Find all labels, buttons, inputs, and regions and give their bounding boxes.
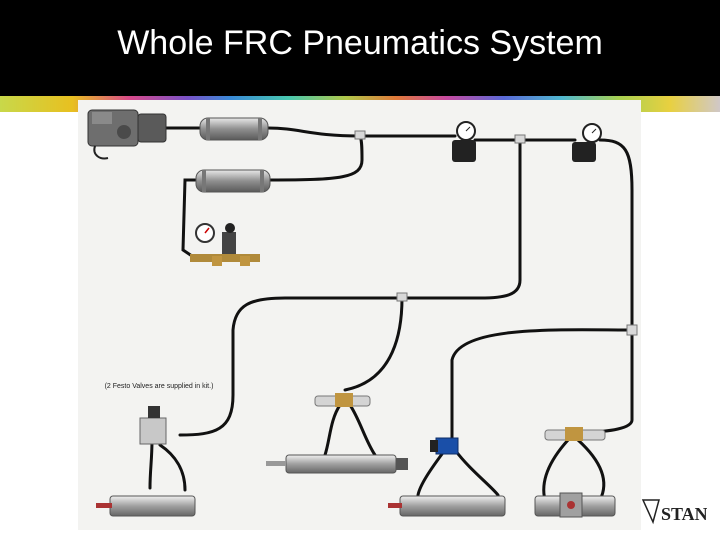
cylinder-right xyxy=(535,493,615,517)
tube-festo-out1 xyxy=(150,440,152,488)
tube-festo-out2 xyxy=(160,445,185,490)
tee-fitting xyxy=(515,135,525,143)
manifold-valve-right xyxy=(545,427,605,441)
tube-mid-cyl2 xyxy=(350,405,375,455)
storage-tank-1 xyxy=(200,118,268,140)
fittings xyxy=(355,131,637,335)
manifold-valve-middle xyxy=(315,393,370,407)
cylinder-lower-middle xyxy=(388,496,505,516)
regulator-2 xyxy=(572,124,601,162)
tube-reg2-to-right xyxy=(600,140,632,330)
tee-fitting xyxy=(355,131,365,139)
cylinder-middle xyxy=(266,455,408,473)
logo-text: STANG xyxy=(661,504,707,524)
solenoid-valve-blue xyxy=(430,438,458,454)
storage-tank-2 xyxy=(196,170,270,192)
festo-valve xyxy=(140,406,166,444)
compressor xyxy=(88,110,166,158)
festo-valve-callout: (2 Festo Valves are supplied in kit.) xyxy=(104,382,214,391)
tube-tee-to-tank2 xyxy=(270,136,362,180)
tube-distribution xyxy=(180,298,402,435)
tube-right-cyl2 xyxy=(578,440,604,500)
tube-blue-out1 xyxy=(418,450,445,495)
tube-mid-cyl1 xyxy=(325,405,340,455)
tube-right-cyl1 xyxy=(544,440,568,500)
tube-right-branch xyxy=(452,330,632,440)
tube-right-down xyxy=(585,330,632,432)
tube-blue-out2 xyxy=(455,450,498,495)
stang-logo: STANG xyxy=(641,494,707,528)
tee-fitting xyxy=(397,293,407,301)
gauge-assembly xyxy=(190,223,260,266)
tube-tank2-loop xyxy=(183,180,195,258)
regulator-1 xyxy=(452,122,476,162)
tube-middle-down xyxy=(402,140,520,298)
tube-to-lower-valve xyxy=(345,298,402,390)
tee-fitting xyxy=(627,325,637,335)
cylinder-left xyxy=(96,496,195,516)
